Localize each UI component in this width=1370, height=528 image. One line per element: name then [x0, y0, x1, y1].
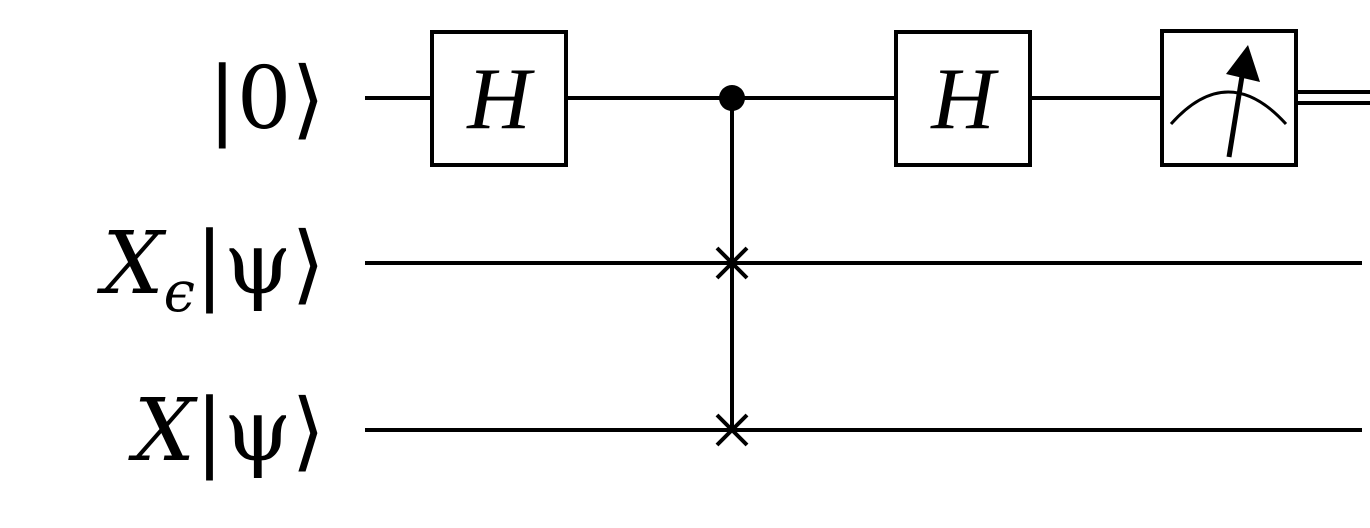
swap-x-mark: [715, 246, 749, 280]
control-dot: [719, 85, 745, 111]
qubit-0-label: |0⟩: [208, 49, 325, 149]
svg-text:H: H: [466, 51, 535, 148]
swap-x-mark: [715, 413, 749, 447]
hadamard-gate-2: H: [894, 30, 1032, 167]
hadamard-gate-1: H: [430, 30, 568, 167]
qubit-1-label: Xϵ|ψ⟩: [96, 214, 325, 325]
qubit-2-label: X|ψ⟩: [128, 381, 325, 481]
svg-text:H: H: [930, 51, 999, 148]
measurement-meter-icon: [1160, 29, 1298, 167]
